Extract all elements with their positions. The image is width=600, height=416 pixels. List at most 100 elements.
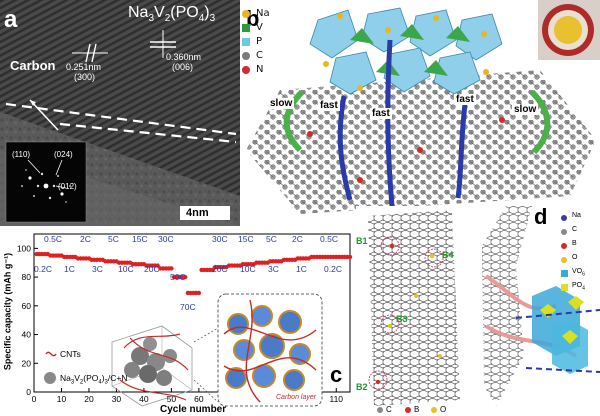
arrow-label-fast-3: fast — [454, 94, 476, 105]
arrow-label-fast-1: fast — [318, 100, 340, 111]
site-label-b2: B2 — [356, 382, 368, 392]
d-legend-b: B — [572, 240, 577, 247]
rate-top-7: 5C — [266, 234, 277, 244]
data-point — [210, 267, 215, 273]
rate-top-0: 0.5C — [44, 234, 62, 244]
fast-arrow-2 — [385, 39, 395, 207]
data-point — [182, 274, 188, 280]
x-tick-label: 10 — [57, 394, 67, 404]
rate-top-8: 2C — [292, 234, 303, 244]
slow-arrow-right — [529, 89, 551, 155]
vo6-po4-crystal — [515, 286, 600, 374]
scale-bar-box — [180, 206, 230, 220]
boundary-line-top — [5, 102, 237, 136]
rate-bot-8: 10C — [240, 264, 256, 274]
data-point — [155, 263, 160, 268]
x-tick-label: 110 — [329, 394, 343, 404]
panel-a-letter: a — [4, 6, 18, 33]
saed-label-024: (024) — [54, 150, 73, 159]
fast-arrow-3 — [455, 95, 469, 199]
saed-label-110: (110) — [12, 150, 31, 159]
d-bottom-legend-c: C — [386, 405, 392, 414]
rate-chart: 0102030405060708090100110020406080100 — [17, 233, 353, 407]
legend-label-na: Na — [256, 8, 270, 19]
carbon-label: Carbon — [10, 58, 56, 73]
legend-cnts: CNTs — [60, 349, 81, 359]
panel-d: d B1 B4 B3 B2 Na C B O VO6 PO4 C B O — [356, 206, 600, 416]
d-spacing-300: 0.251nm — [66, 62, 102, 72]
rate-top-1: 2C — [80, 234, 91, 244]
site-label-b3: B3 — [396, 314, 408, 324]
nvp-cluster-inset — [111, 325, 193, 407]
y-tick-label: 0 — [26, 387, 31, 397]
x-tick-label: 0 — [32, 394, 37, 404]
electrode-photo-inset — [538, 0, 600, 60]
boundary-line-bottom — [59, 122, 237, 144]
rate-bot-3: 10C — [118, 264, 134, 274]
doped-graphene-illustration — [368, 206, 600, 413]
panel-c-letter: c — [330, 362, 343, 387]
rate-bot-11: 0.2C — [324, 264, 342, 274]
carbon-pointer — [29, 99, 59, 131]
data-point — [196, 290, 202, 296]
nvp-legend-icon — [44, 372, 56, 384]
fast-arrow-1 — [337, 95, 353, 201]
x-tick-label: 60 — [194, 394, 204, 404]
rate-top-2: 5C — [108, 234, 119, 244]
rate-top-4: 30C — [158, 234, 174, 244]
plane-006: (006) — [172, 62, 194, 72]
data-point — [347, 254, 353, 260]
site-label-b4: B4 — [442, 250, 454, 260]
legend-dot-p — [242, 38, 250, 46]
rate-top-6: 15C — [238, 234, 254, 244]
d-legend-na: Na — [572, 212, 581, 219]
arrow-label-slow-left: slow — [268, 98, 295, 109]
carbon-coating-inset — [217, 293, 323, 407]
d-spacing-006: 0.360nm — [166, 52, 202, 62]
rate-bot-4: 20C — [144, 264, 160, 274]
polyhedra-framework — [309, 7, 503, 95]
carbon-layer-label: Carbon layer — [276, 394, 317, 401]
legend-label-c: C — [256, 50, 263, 61]
rate-bot-1: 1C — [64, 264, 75, 274]
site-label-b1: B1 — [356, 236, 368, 246]
data-point — [169, 266, 174, 271]
panel-b: b Na V P C N slow fast fast fast slow — [240, 0, 600, 226]
rate-bot-6: 70C — [180, 302, 196, 312]
rate-top-5: 30C — [212, 234, 228, 244]
d-bottom-legend-o: O — [440, 405, 447, 414]
legend-label-v: V — [256, 22, 263, 33]
x-tick-label: 50 — [167, 394, 177, 404]
arrow-label-slow-right: slow — [512, 104, 539, 115]
legend-dot-c — [242, 52, 250, 60]
d-legend-vo6: VO6 — [572, 268, 585, 278]
legend-label-p: P — [256, 36, 263, 47]
rate-bot-0: 0.2C — [34, 264, 52, 274]
plot-frame — [33, 233, 351, 393]
rate-top-9: 0.5C — [320, 234, 338, 244]
graphene-sheet-flat — [368, 210, 460, 406]
rate-top-3: 15C — [132, 234, 148, 244]
legend-label-n: N — [256, 64, 264, 75]
scale-bar-label: 4nm — [186, 207, 209, 219]
panel-c: 0102030405060708090100110020406080100 — [0, 230, 356, 416]
rate-bot-9: 3C — [268, 264, 279, 274]
d-legend-po4: PO4 — [572, 282, 585, 292]
rate-bot-7: 20C — [212, 264, 228, 274]
saed-label-012: (012) — [58, 182, 77, 191]
saed-inset — [5, 141, 87, 223]
y-tick-label: 20 — [22, 358, 32, 368]
graphene-sheet-curved — [482, 206, 532, 406]
y-tick-label: 80 — [22, 272, 32, 282]
cnt-legend-icon — [45, 351, 57, 357]
legend-dot-na — [242, 10, 250, 18]
formula-label: Na3V2(PO4)3 — [128, 4, 216, 25]
d-bottom-legend-b: B — [414, 405, 420, 414]
legend-dot-v — [242, 24, 250, 32]
panel-a: a Na3V2(PO4)3 Carbon 0.251nm (300) 0.360… — [0, 0, 240, 226]
plane-300: (300) — [74, 72, 96, 82]
rate-bot-5: 50C — [170, 272, 186, 282]
x-tick-label: 40 — [139, 394, 149, 404]
rate-bot-10: 1C — [296, 264, 307, 274]
legend-dot-n — [242, 66, 250, 74]
